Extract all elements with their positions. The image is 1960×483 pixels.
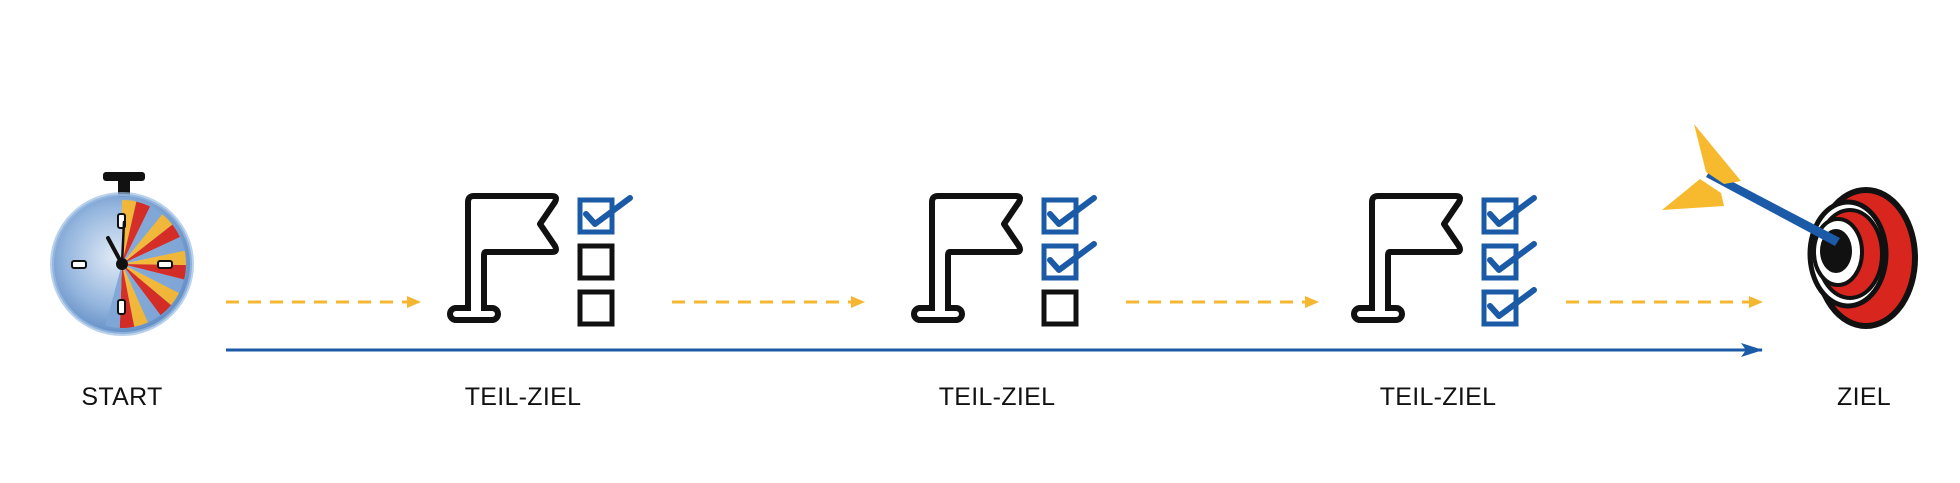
stage-label-milestone-1: TEIL-ZIEL xyxy=(464,383,582,411)
milestone-2 xyxy=(911,193,1097,327)
milestone-1 xyxy=(447,193,633,327)
target-dart-icon xyxy=(1662,124,1918,329)
stopwatch-icon xyxy=(50,172,194,336)
stage-label-milestone-3: TEIL-ZIEL xyxy=(1379,383,1497,411)
stage-label-start: START xyxy=(81,383,163,411)
milestone-3 xyxy=(1351,193,1537,327)
stage-label-milestone-2: TEIL-ZIEL xyxy=(938,383,1056,411)
stage-label-goal: ZIEL xyxy=(1837,383,1891,411)
